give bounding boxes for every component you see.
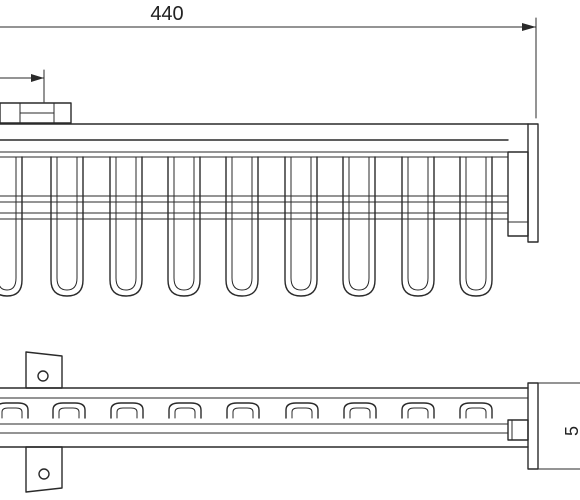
upper-mount-bracket [25, 351, 63, 389]
top-end-bracket [507, 151, 529, 237]
top-dimension-arrow [522, 23, 536, 31]
hook-cap-inner [232, 407, 254, 419]
top-end-plate [527, 123, 539, 243]
hook-cap-inner [58, 407, 80, 419]
hook-cap-inner [407, 407, 429, 419]
bottom-end-block [507, 419, 529, 441]
hanger-loop-inner [290, 156, 312, 291]
hanger-loop-inner [56, 156, 78, 291]
hook-cap-inner [465, 407, 487, 419]
hook-cap [0, 402, 29, 419]
hanger-loop [225, 156, 259, 297]
hanger-loop-inner [465, 156, 487, 291]
hook-cap [226, 402, 260, 419]
hook-cap-inner [116, 407, 138, 419]
hanger-loop-inner [0, 156, 17, 291]
hanger-loop-inner [407, 156, 429, 291]
hanger-loop [0, 156, 23, 297]
right-dimension: 5 [537, 382, 580, 470]
hook-cap [401, 402, 435, 419]
hanger-loop [50, 156, 84, 297]
bottom-end-plate [527, 382, 539, 470]
hanger-loop [342, 156, 376, 297]
bottom-rail [0, 382, 539, 470]
left-small-dimension-arrow [31, 74, 44, 82]
hanger-loop-inner [231, 156, 253, 291]
hanger-loop [284, 156, 318, 297]
hook-cap-inner [291, 407, 313, 419]
top-rail [0, 123, 539, 243]
hook-cap [459, 402, 493, 419]
hook-cap-inner [349, 407, 371, 419]
mounting-block-body [0, 102, 72, 124]
hook-cap [52, 402, 86, 419]
left-small-dimension [0, 69, 45, 103]
hanger-loop [109, 156, 143, 297]
top-dimension: 440 [0, 3, 537, 119]
hook-cap [285, 402, 319, 419]
top-dimension-label: 440 [150, 3, 183, 25]
hook-cap [168, 402, 202, 419]
hook-cap-inner [174, 407, 196, 419]
hook-cap-inner [1, 407, 23, 419]
hanger-loops [0, 156, 493, 297]
bottom-brackets [25, 351, 63, 493]
hanger-loop [167, 156, 201, 297]
hanger-loop-inner [348, 156, 370, 291]
upper-mount-hole [37, 370, 49, 382]
right-dimension-label: 5 [562, 426, 580, 436]
hook-caps [0, 402, 493, 419]
hanger-loop [401, 156, 435, 297]
hanger-loop-inner [173, 156, 195, 291]
hanger-loop [459, 156, 493, 297]
hook-cap [110, 402, 144, 419]
hook-cap [343, 402, 377, 419]
lower-mount-hole [38, 468, 50, 480]
hanger-loop-inner [115, 156, 137, 291]
mounting-block [0, 102, 72, 124]
